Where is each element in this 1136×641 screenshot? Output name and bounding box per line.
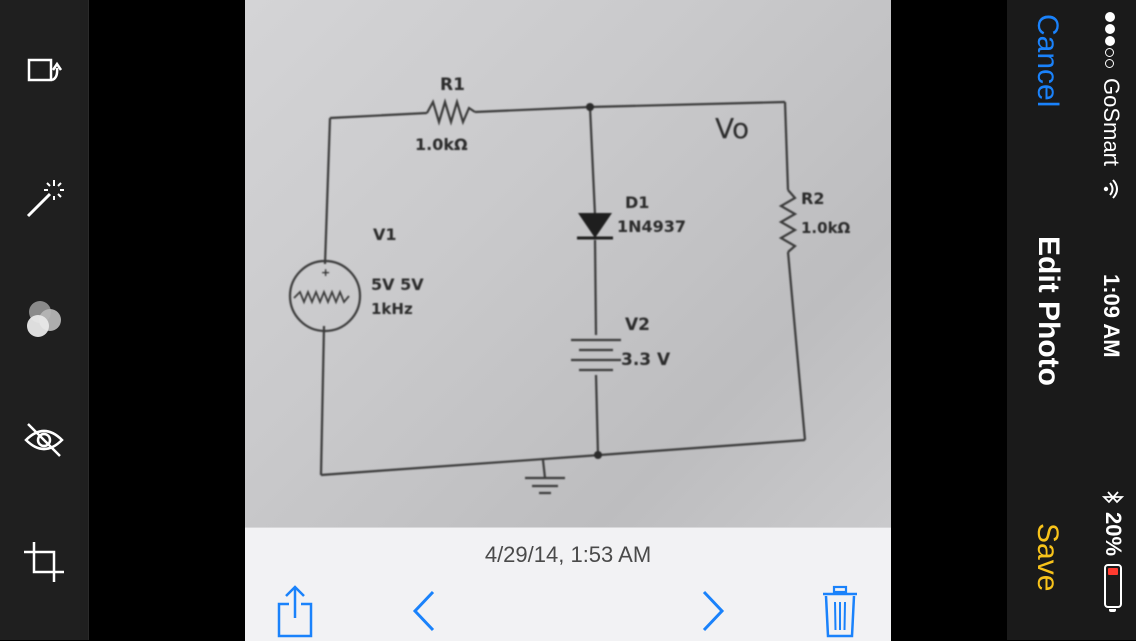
status-time: 1:09 AM <box>1099 274 1124 358</box>
v2-value-label: 3.3 V <box>621 350 671 370</box>
save-button[interactable]: Save <box>1031 523 1064 592</box>
red-eye-icon[interactable] <box>14 410 74 470</box>
v1-name-label: V1 <box>373 225 397 244</box>
carrier-status: GoSmart <box>1098 12 1124 200</box>
navigation-sidebar <box>1007 0 1136 640</box>
battery-status: 20% <box>1100 490 1126 609</box>
battery-percent: 20% <box>1101 512 1126 557</box>
v1-plus-label: + <box>321 266 330 279</box>
photo-toolbar: 4/29/14, 1:53 AM <box>245 527 891 641</box>
photo-timestamp: 4/29/14, 1:53 AM <box>484 542 652 567</box>
edit-tools-bar <box>0 0 89 640</box>
trash-icon[interactable] <box>816 584 864 638</box>
circuit-diagram: R1 1.0kΩ Vo D1 1N4937 R2 1.0kΩ V1 + 5V 5… <box>288 75 851 495</box>
signal-strength-icon <box>1098 12 1124 70</box>
carrier-name: GoSmart <box>1099 78 1124 167</box>
v1-spec-line2: 1kHz <box>371 300 413 318</box>
previous-arrow-icon[interactable] <box>400 584 448 638</box>
vo-label: Vo <box>715 112 749 145</box>
v1-spec-line1: 5V 5V <box>371 275 424 294</box>
r2-name-label: R2 <box>801 189 824 208</box>
r1-name-label: R1 <box>440 75 465 95</box>
r2-value-label: 1.0kΩ <box>801 219 851 237</box>
cancel-button[interactable]: Cancel <box>1031 14 1064 108</box>
v2-name-label: V2 <box>625 315 650 335</box>
battery-level-fill <box>1108 568 1118 576</box>
d1-part-label: 1N4937 <box>617 217 686 236</box>
battery-icon <box>1104 564 1122 609</box>
photo[interactable]: R1 1.0kΩ Vo D1 1N4937 R2 1.0kΩ V1 + 5V 5… <box>245 0 891 527</box>
wifi-icon <box>1103 179 1118 199</box>
bluetooth-icon <box>1102 491 1124 504</box>
share-icon[interactable] <box>271 584 319 638</box>
filters-icon[interactable] <box>14 290 74 350</box>
crop-icon[interactable] <box>14 532 74 592</box>
auto-enhance-wand-icon[interactable] <box>14 168 74 228</box>
r1-value-label: 1.0kΩ <box>415 135 468 154</box>
rotate-icon[interactable] <box>14 40 74 100</box>
next-arrow-icon[interactable] <box>689 584 737 638</box>
d1-name-label: D1 <box>625 193 649 212</box>
page-title: Edit Photo <box>1032 236 1065 386</box>
